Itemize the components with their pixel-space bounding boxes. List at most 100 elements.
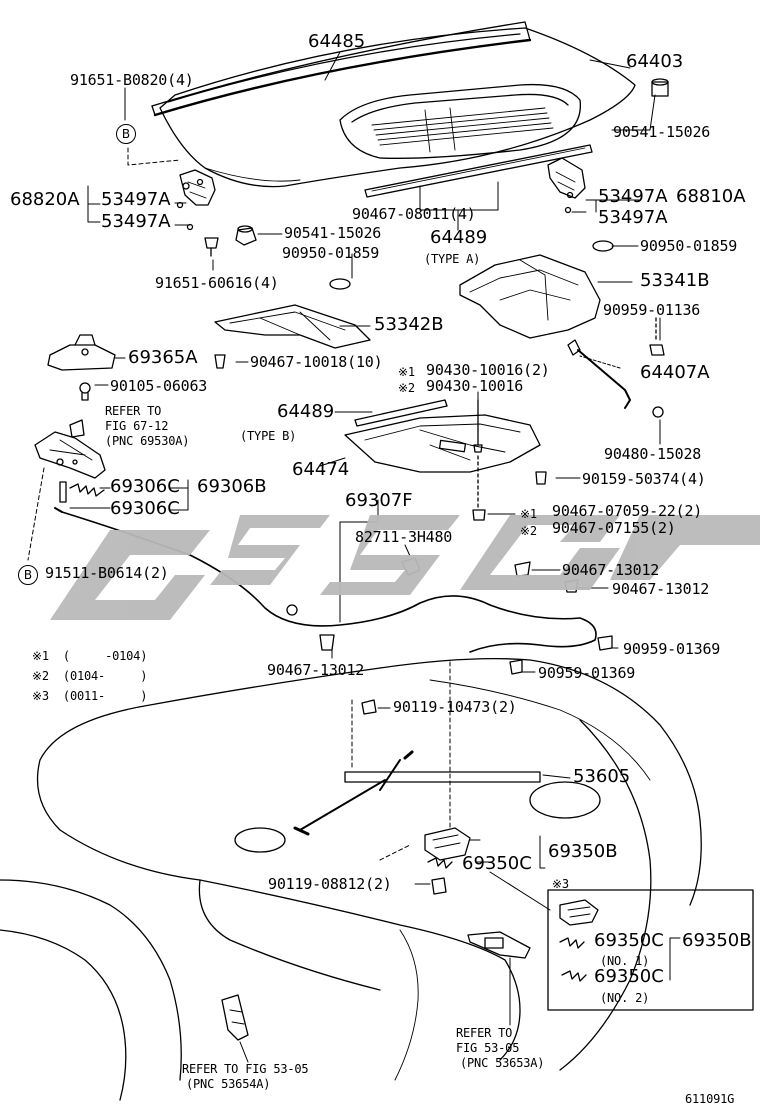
label-fig-53-05: FIG 53-05 [456, 1041, 520, 1055]
release-cable-69307f [54, 507, 597, 653]
bolt-90119-08812 [431, 877, 447, 895]
seal-64489-type-a [364, 144, 593, 198]
insulator-53342b [214, 304, 371, 349]
label-90950-01859-left: 90950-01859 [282, 244, 380, 262]
car-body [0, 657, 702, 1101]
label-90541-15026-top: 90541-15026 [613, 123, 711, 141]
label-fig-67-12: FIG 67-12 [105, 419, 169, 433]
label-91651-60616: 91651-60616(4) [155, 274, 279, 292]
label-90480-15028: 90480-15028 [604, 445, 702, 463]
plug-90950-left [329, 278, 351, 290]
label-refer-to-53-a: REFER TO [456, 1026, 513, 1040]
label-pnc-69530a: (PNC 69530A) [105, 434, 190, 448]
label-68820a: 68820A [10, 189, 80, 210]
label-69350b-a: 69350B [548, 841, 618, 862]
screw-90467-10018 [214, 354, 226, 369]
legend-3: ※3 (0011- ) [32, 689, 148, 703]
label-64485: 64485 [308, 31, 366, 52]
label-90119-10473: 90119-10473(2) [393, 698, 517, 716]
label-69306c-1: 69306C [110, 476, 180, 497]
label-53497a-4: 53497A [598, 207, 668, 228]
label-64489-type-b: 64489 [277, 401, 335, 422]
inset-box [547, 889, 754, 1011]
legend-2: ※2 (0104- ) [32, 669, 148, 683]
hood-lock-69350b [424, 827, 471, 861]
spring-69350c [427, 857, 453, 869]
bolt-90159-50374 [535, 471, 547, 485]
label-pnc-53653a: (PNC 53653A) [460, 1056, 545, 1070]
mark-1-a: ※1 [398, 365, 415, 379]
bracket-53654a [221, 994, 249, 1041]
label-69350b-b: 69350B [682, 930, 752, 951]
cushion-90541-top [651, 78, 669, 97]
label-90467-13012-a: 90467-13012 [562, 561, 660, 579]
label-no-1: (NO. 1) [600, 954, 650, 968]
label-82711-3h480: 82711-3H480 [355, 528, 453, 546]
bolt-69306c-lower [59, 481, 67, 503]
label-type-a: (TYPE A) [424, 252, 481, 266]
label-90119-08812: 90119-08812(2) [268, 875, 392, 893]
clip-90959-01136 [649, 317, 665, 356]
label-90430-10016: 90430-10016 [426, 377, 524, 395]
label-90467-13012-b: 90467-13012 [612, 580, 710, 598]
label-90959-01136: 90959-01136 [603, 301, 701, 319]
cushion-90541-mid [235, 225, 257, 246]
label-69365a: 69365A [128, 347, 198, 368]
label-pnc-53654a: (PNC 53654A) [186, 1077, 271, 1091]
clip-90105-06063 [79, 382, 91, 401]
label-no-2: (NO. 2) [600, 991, 650, 1005]
latch-base-69365a [47, 334, 116, 371]
support-rod-64407a [567, 339, 631, 409]
bracket-53653a [467, 931, 531, 959]
label-64403: 64403 [626, 51, 684, 72]
label-64489-type-a: 64489 [430, 227, 488, 248]
label-91511-b0614: 91511-B0614(2) [45, 564, 169, 582]
label-53342b: 53342B [374, 314, 444, 335]
leader-lines [27, 51, 681, 1063]
spring-69306c-upper [69, 483, 105, 497]
clip-91651-60616 [204, 237, 219, 257]
label-90959-01369-b: 90959-01369 [538, 664, 636, 682]
insulator-53341b [459, 254, 601, 339]
label-refer-to-67: REFER TO [105, 404, 162, 418]
label-69350c-c: 69350C [594, 966, 664, 987]
hood-panel-64403 [151, 21, 636, 188]
label-69350c-b: 69350C [594, 930, 664, 951]
label-90467-07059: 90467-07059-22(2) [552, 502, 703, 520]
label-90467-07155: 90467-07155(2) [552, 519, 676, 537]
label-type-b: (TYPE B) [240, 429, 297, 443]
label-refer-to-fig-53-05: REFER TO FIG 53-05 [182, 1062, 309, 1076]
label-91651-b0820: 91651-B0820(4) [70, 71, 194, 89]
label-53341b: 53341B [640, 270, 710, 291]
label-69350c-a: 69350C [462, 853, 532, 874]
release-lever [34, 419, 106, 479]
label-69307f: 69307F [345, 490, 413, 511]
label-90430-10016-2: 90430-10016(2) [426, 361, 550, 379]
label-90467-13012-c: 90467-13012 [267, 661, 365, 679]
support-53605 [293, 750, 541, 836]
watermark [50, 515, 760, 620]
label-53497a-2: 53497A [101, 211, 171, 232]
label-90959-01369-a: 90959-01369 [623, 640, 721, 658]
seal-64489-type-b [354, 399, 448, 427]
mark-3: ※3 [552, 877, 569, 891]
mark-2-a: ※2 [398, 381, 415, 395]
insulator-64474 [344, 414, 541, 473]
scoop-louvres [371, 107, 554, 153]
label-90541-15026-mid: 90541-15026 [284, 224, 382, 242]
legend-1: ※1 ( -0104) [32, 649, 148, 663]
label-53497a-1: 53497A [101, 189, 171, 210]
ref-b-circle-top: B [116, 124, 136, 144]
hinge-left-68820a [176, 169, 216, 231]
label-69306b: 69306B [197, 476, 267, 497]
label-90950-01859-right: 90950-01859 [640, 237, 738, 255]
label-53497a-3: 53497A [598, 186, 668, 207]
label-90159-50374: 90159-50374(4) [582, 470, 706, 488]
label-68810a: 68810A [676, 186, 746, 207]
label-64407a: 64407A [640, 362, 710, 383]
mark-1-b: ※1 [520, 507, 537, 521]
label-90467-10018: 90467-10018(10) [250, 353, 383, 371]
figure-code: 611091G [685, 1092, 735, 1106]
